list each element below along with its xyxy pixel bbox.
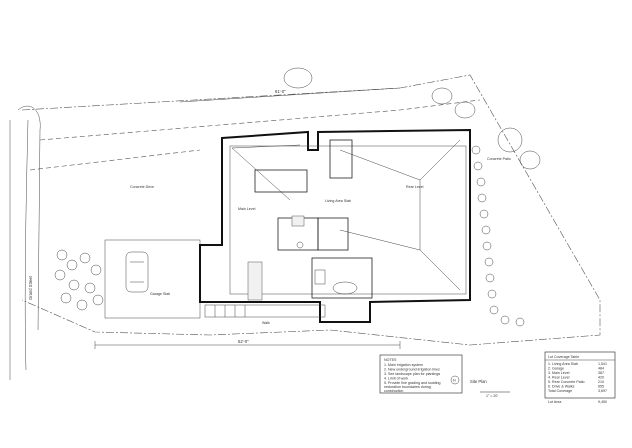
coverage-total-label: Total Coverage (548, 389, 572, 393)
front-walk: Walk (204, 304, 326, 325)
coverage-row-label: 6. Drive & Walks (548, 385, 575, 389)
coverage-row-label: 5. Rear Concrete Patio (548, 380, 585, 384)
dim-bottom: 52'-0" (238, 339, 249, 344)
note-line: 5. Provide fine grading and sodding (384, 381, 441, 385)
coverage-row-label: 4. Rear Level (548, 376, 570, 380)
coverage-table: Lot Coverage Table 1. Living Area Slab 1… (544, 351, 616, 404)
coverage-row-label: 2. Garage (548, 367, 564, 371)
coverage-title: Lot Coverage Table (548, 355, 579, 359)
garage-label: Garage Slab (150, 292, 170, 296)
scale-bar: 1" = 20' (486, 394, 498, 398)
rear-patio: Concrete Patio (487, 157, 511, 161)
rear-patio-label: Concrete Patio (487, 157, 511, 161)
rock-border-right (471, 145, 525, 327)
note-line: 4. Limit of work (384, 377, 408, 381)
dim-top: 61'-0" (275, 89, 286, 94)
house-footprint: Main Level Living Area Slab Rear Level (199, 128, 471, 323)
street-edge (9, 105, 41, 380)
note-line: 3. See landscape plan for plantings (384, 372, 440, 376)
coverage-total-value: 3,697 (598, 389, 607, 393)
walk-label: Walk (262, 321, 270, 325)
coverage-row-value: 1,541 (598, 362, 607, 366)
notes-box: NOTES 1. Main irrigation system 2. New u… (379, 354, 463, 394)
coverage-row-value: 420 (598, 376, 604, 380)
note-line: construction (384, 389, 403, 393)
driveway: Garage Slab Concrete Drive (104, 185, 201, 319)
scale-north: Site Plan N 1" = 20' (450, 375, 510, 398)
coverage-row-value: 387 (598, 371, 604, 375)
north-label: N (453, 379, 456, 383)
main-level-label: Main Level (238, 207, 256, 211)
coverage-row-value: 655 (598, 385, 604, 389)
coverage-row-label: 1. Living Area Slab (548, 362, 578, 366)
note-line: 1. Main irrigation system (384, 363, 423, 367)
living-label: Living Area Slab (325, 199, 351, 203)
driveway-label: Concrete Drive (130, 185, 154, 189)
coverage-row-value: 484 (598, 367, 604, 371)
scale-label: Site Plan (470, 379, 487, 384)
note-line: 2. New underground irrigation lines (384, 368, 440, 372)
lot-area-value: 9,450 (598, 400, 607, 404)
street-label: Grand Street (28, 275, 33, 300)
notes-title: NOTES (384, 358, 397, 362)
coverage-row-value: 210 (598, 380, 604, 384)
property-boundary (21, 74, 601, 346)
coverage-row-label: 3. Main Level (548, 371, 570, 375)
tree-cluster-top (283, 67, 541, 170)
lot-area-label: Lot Area (548, 400, 561, 404)
dimension-lines: 52'-0" 61'-0" (94, 87, 401, 349)
rear-level-label: Rear Level (406, 185, 424, 189)
note-line: restoration boundaries during (384, 385, 431, 389)
landscape-cluster (54, 249, 104, 311)
